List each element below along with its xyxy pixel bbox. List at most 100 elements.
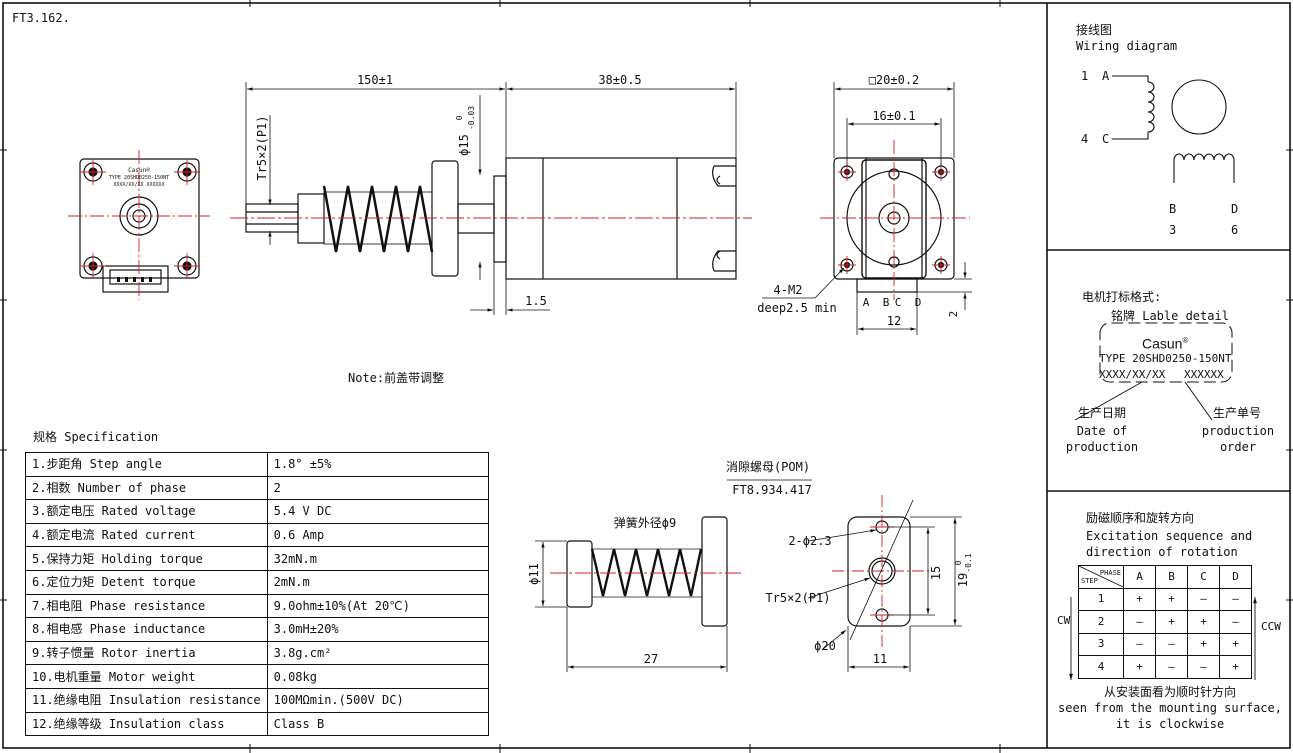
end-view-centerlines bbox=[820, 140, 970, 300]
excitation-table: PHASE STEP A B C D 1 + + – – 2 – + + – 3… bbox=[1078, 565, 1252, 679]
spec-value: 100MΩmin.(500V DC) bbox=[266, 687, 489, 713]
dim-motor-length: 38±0.5 bbox=[598, 73, 641, 87]
spec-key: 2.相数 Number of phase bbox=[25, 475, 268, 501]
phase-cell: + bbox=[1219, 632, 1252, 656]
spec-value: 0.6 Amp bbox=[266, 522, 489, 548]
dim-19: 19 bbox=[956, 573, 970, 587]
spec-value: 0.08kg bbox=[266, 664, 489, 689]
excitation-foot-en1: seen from the mounting surface, bbox=[1058, 701, 1282, 715]
spec-key: 4.额定电流 Rated current bbox=[25, 522, 268, 548]
col-c: C bbox=[1187, 565, 1220, 589]
excitation-row: 3 – – + + bbox=[1078, 632, 1252, 656]
nut-front-dimensions bbox=[807, 499, 962, 672]
spec-key: 8.相电感 Phase inductance bbox=[25, 617, 268, 642]
wiring-lead-a: A bbox=[1102, 69, 1110, 83]
excitation-foot-en2: it is clockwise bbox=[1115, 717, 1225, 731]
dim-2: 2 bbox=[947, 311, 960, 318]
corner-diagonal bbox=[1079, 566, 1123, 587]
excitation-corner-cell: PHASE STEP bbox=[1078, 565, 1124, 589]
label-order-en1: production bbox=[1201, 424, 1275, 438]
nut-front-centerlines bbox=[832, 495, 930, 650]
dim-hole-spacing: 16±0.1 bbox=[872, 109, 915, 123]
col-a: A bbox=[1123, 565, 1156, 589]
label-brand-name: Casun bbox=[1142, 335, 1183, 352]
motor-front-view bbox=[68, 150, 210, 300]
label-ccw: CCW bbox=[1261, 620, 1281, 633]
phase-cell: + bbox=[1187, 632, 1220, 656]
label-code-date: XXXX/XX/XX bbox=[1099, 368, 1166, 381]
dim-nut-dia: ϕ11 bbox=[527, 563, 541, 585]
wiring-lead-c: C bbox=[1102, 132, 1110, 146]
spec-value: 5.4 V DC bbox=[266, 499, 489, 524]
spec-value: Class B bbox=[266, 711, 489, 737]
label-order-en2: order bbox=[1219, 440, 1257, 454]
excitation-title-cn: 励磁顺序和旋转方向 bbox=[1086, 511, 1195, 525]
spec-value: 3.0mH±20% bbox=[266, 617, 489, 642]
pin-d: D bbox=[915, 296, 922, 309]
spec-key: 7.相电阻 Phase resistance bbox=[25, 593, 268, 619]
nut-title: 消隙螺母(POM) bbox=[726, 460, 810, 474]
front-label-line3: XXXX/XX/XX XXXXXX bbox=[113, 182, 164, 188]
label-brand-mark: ® bbox=[1182, 336, 1189, 345]
dim-19-tol-up: 0 bbox=[954, 560, 963, 565]
excitation-row: 4 + – – + bbox=[1078, 655, 1252, 679]
drawing-code: FT3.162. bbox=[12, 11, 70, 25]
dim-15: 15 bbox=[929, 566, 943, 580]
nut-thread: Tr5×2(P1) bbox=[765, 591, 830, 605]
phase-cell: – bbox=[1187, 655, 1220, 679]
wiring-diagram bbox=[1112, 75, 1235, 183]
phase-cell: – bbox=[1187, 587, 1220, 611]
pin-b: B bbox=[883, 296, 890, 309]
motor-side-view bbox=[245, 157, 737, 280]
dim-square: □20±0.2 bbox=[869, 73, 920, 87]
pin-a: A bbox=[863, 296, 870, 309]
label-type: TYPE 20SHD0250-150NT bbox=[1099, 352, 1232, 365]
header-step: STEP bbox=[1081, 576, 1098, 585]
label-date-en2: production bbox=[1065, 440, 1139, 454]
wiring-title-cn: 接线图 bbox=[1076, 23, 1113, 37]
nut-side-view bbox=[566, 516, 728, 627]
excitation-row: 1 + + – – bbox=[1078, 587, 1252, 611]
spec-value: 32mN.m bbox=[266, 546, 489, 571]
phase-cell: – bbox=[1123, 632, 1156, 656]
phase-cell: + bbox=[1155, 587, 1188, 611]
label-detail-box bbox=[1074, 322, 1233, 421]
spec-key: 5.保持力矩 Holding torque bbox=[25, 546, 268, 571]
front-label-line2: TYPE 20SHD0250-150NT bbox=[109, 175, 169, 181]
wiring-lead-d: D bbox=[1231, 202, 1239, 216]
excitation-header-row: PHASE STEP A B C D bbox=[1078, 565, 1252, 589]
label-code-order: XXXXXX bbox=[1184, 368, 1224, 381]
label-order-cn: 生产单号 bbox=[1213, 406, 1262, 420]
phase-cell: + bbox=[1155, 610, 1188, 634]
step-cell: 1 bbox=[1078, 587, 1124, 611]
excitation-title-en2: direction of rotation bbox=[1086, 545, 1238, 559]
spec-value: 9.0ohm±10%(At 20℃) bbox=[266, 593, 489, 619]
spec-key: 9.转子惯量 Rotor inertia bbox=[25, 640, 268, 666]
front-label-line1: Casun® bbox=[128, 167, 150, 174]
step-cell: 2 bbox=[1078, 610, 1124, 634]
spec-title: 规格 Specification bbox=[33, 430, 159, 444]
label-brand: Casun® bbox=[1142, 334, 1188, 351]
spec-value: 2mN.m bbox=[266, 569, 489, 595]
wiring-pin-3: 3 bbox=[1169, 223, 1177, 237]
wiring-pin-1: 1 bbox=[1081, 69, 1089, 83]
col-d: D bbox=[1219, 565, 1252, 589]
excitation-title-en1: Excitation sequence and bbox=[1086, 529, 1253, 543]
wiring-lead-b: B bbox=[1169, 202, 1177, 216]
rotation-arrows bbox=[1069, 597, 1257, 680]
holes-spec: 4-M2 bbox=[774, 283, 803, 297]
phase-cell: + bbox=[1219, 655, 1252, 679]
label-date-en1: Date of bbox=[1076, 424, 1128, 438]
dim-pin-span: 12 bbox=[887, 314, 901, 328]
header-phase: PHASE bbox=[1099, 569, 1121, 577]
dim-nut-len: 27 bbox=[644, 652, 658, 666]
